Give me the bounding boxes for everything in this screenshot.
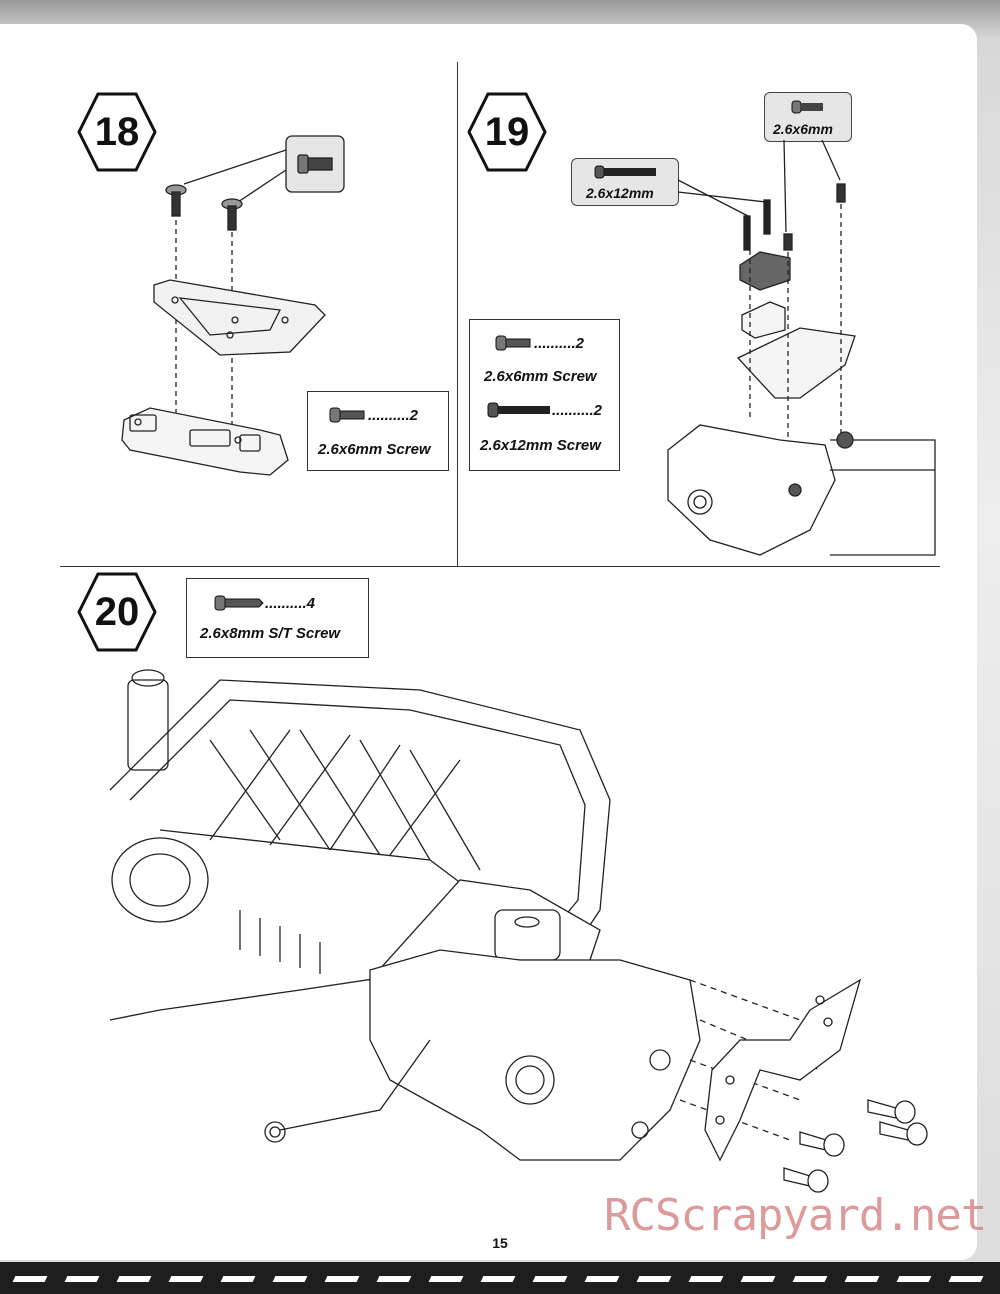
step-20-badge: 20 [76, 571, 158, 653]
stripe-dash [948, 1276, 984, 1282]
hexagon-icon [467, 92, 547, 172]
stripe-dash [740, 1276, 776, 1282]
stripe-dash [12, 1276, 48, 1282]
part-label: 2.6x6mm Screw [318, 441, 431, 458]
step-number: 18 [94, 110, 140, 154]
stripe-dash [376, 1276, 412, 1282]
step-number: 20 [94, 590, 140, 634]
step-19-illustration [667, 140, 936, 556]
part-quantity: ..........4 [265, 594, 316, 612]
part-label: 2.6x12mm Screw [480, 437, 601, 454]
stripe-dash [480, 1276, 516, 1282]
part-quantity: ..........2 [552, 401, 603, 419]
page-number: 15 [492, 1235, 508, 1251]
step-20-parts-box: ..........4 2.6x8mm S/T Screw [186, 578, 369, 658]
stripe-dash [116, 1276, 152, 1282]
stripe-dash [168, 1276, 204, 1282]
stripe-dash [688, 1276, 724, 1282]
screw-icon [594, 165, 656, 179]
step-18-badge: 18 [76, 91, 158, 173]
stripe-dash [896, 1276, 932, 1282]
panel-divider-horizontal [60, 566, 940, 567]
panel-divider-vertical [457, 62, 458, 566]
watermark: RCScrapyard.net [604, 1190, 987, 1241]
hexagon-icon [77, 572, 157, 652]
callout-long-screw: 2.6x12mm [571, 158, 679, 206]
stripe-dash [324, 1276, 360, 1282]
stripe-dash [636, 1276, 672, 1282]
callout-short-screw: 2.6x6mm [764, 92, 852, 142]
step-19-parts-box: ..........2 2.6x6mm Screw ..........2 2.… [469, 319, 620, 471]
stripe-dash [220, 1276, 256, 1282]
stripe-dash [584, 1276, 620, 1282]
step-18-illustration [121, 135, 345, 476]
stripe-dash [792, 1276, 828, 1282]
stripe-dash [532, 1276, 568, 1282]
screw-icon [791, 100, 823, 114]
stripe-dash [272, 1276, 308, 1282]
part-quantity: ..........2 [368, 406, 419, 424]
stripe-dash [64, 1276, 100, 1282]
callout-label: 2.6x6mm [773, 121, 833, 137]
hexagon-icon [77, 92, 157, 172]
part-quantity: ..........2 [534, 334, 585, 352]
step-20-illustration [109, 669, 928, 1193]
part-label: 2.6x8mm S/T Screw [200, 625, 341, 642]
stripe-dash [428, 1276, 464, 1282]
screw-icon [487, 402, 550, 418]
stripe-dash [844, 1276, 880, 1282]
step-19-badge: 19 [466, 91, 548, 173]
callout-label: 2.6x12mm [586, 185, 654, 201]
part-label: 2.6x6mm Screw [484, 368, 597, 385]
screw-icon [495, 335, 531, 351]
screw-icon [214, 595, 264, 611]
step-18-parts-box: ..........2 2.6x6mm Screw [307, 391, 449, 471]
screw-icon [329, 407, 365, 423]
step-number: 19 [484, 110, 530, 154]
